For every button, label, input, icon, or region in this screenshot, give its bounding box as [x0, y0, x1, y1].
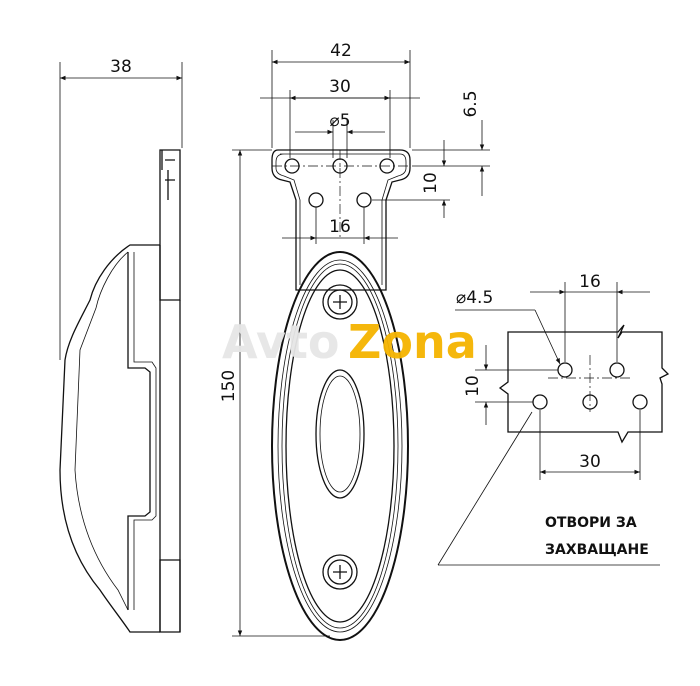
dim-edge-offset: 6.5	[461, 90, 481, 117]
dim-lower-hole-spacing: 16	[329, 217, 351, 237]
dim-total-height: 150	[219, 370, 239, 402]
detail-dim-16: 16	[579, 272, 601, 292]
detail-view: ⌀4.5 16 10 30 ОТВОРИ ЗА ЗАХВАЩАНЕ	[437, 272, 670, 566]
screw-top	[322, 284, 358, 320]
dim-plate-width: 42	[330, 41, 352, 61]
screw-bottom	[322, 554, 358, 590]
detail-dim-10: 10	[463, 375, 483, 397]
side-view: 38	[59, 57, 183, 633]
dim-side-width: 38	[110, 57, 132, 77]
note-line-1: ОТВОРИ ЗА	[545, 515, 637, 531]
detail-dim-30: 30	[579, 452, 601, 472]
lamp-housing	[271, 251, 409, 641]
note-line-2: ЗАХВАЩАНЕ	[545, 542, 649, 558]
front-view: 42 30 ⌀5 6.5 10 16 150	[219, 41, 490, 641]
watermark-logo: Avto Zona	[222, 315, 477, 369]
lamp-lens	[315, 369, 365, 499]
dim-row-spacing: 10	[421, 172, 441, 194]
detail-holes	[532, 362, 648, 410]
dim-hole-diameter: ⌀5	[329, 111, 350, 131]
dim-hole-span: 30	[329, 77, 351, 97]
svg-text:Zona: Zona	[348, 315, 477, 369]
detail-dim-hole-diameter: ⌀4.5	[456, 288, 493, 308]
svg-text:Avto: Avto	[222, 315, 340, 369]
